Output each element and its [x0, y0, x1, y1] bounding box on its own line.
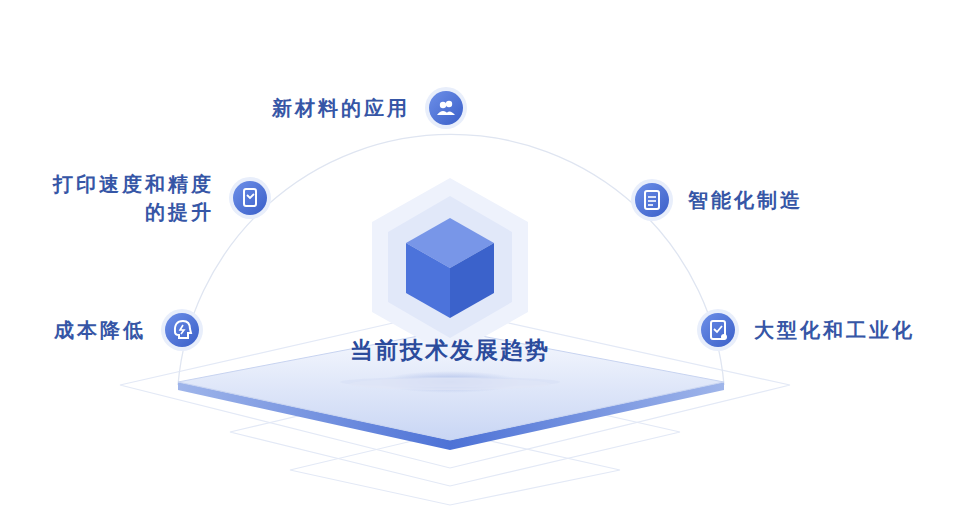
trend-node: 智能化制造 [630, 178, 803, 222]
center-title: 当前技术发展趋势 [350, 335, 550, 366]
trend-node: 成本降低 [54, 308, 204, 352]
arc [178, 134, 724, 385]
trend-node: 大型化和工业化 [696, 308, 915, 352]
icon-circle [228, 176, 272, 220]
trend-label: 成本降低 [54, 316, 146, 344]
icon-circle [160, 308, 204, 352]
trend-node: 新材料的应用 [272, 86, 468, 130]
icon-circle [424, 86, 468, 130]
icon-circle [696, 308, 740, 352]
trend-label: 大型化和工业化 [754, 316, 915, 344]
cube [406, 218, 494, 318]
trend-label: 打印速度和精度的提升 [34, 170, 214, 226]
platform [178, 330, 724, 450]
icon-circle [630, 178, 674, 222]
trend-label: 新材料的应用 [272, 94, 410, 122]
platform-layers [120, 310, 790, 505]
hexagon [372, 178, 528, 356]
title-glow [350, 378, 550, 390]
trend-node: 打印速度和精度的提升 [34, 170, 272, 226]
trend-label: 智能化制造 [688, 186, 803, 214]
